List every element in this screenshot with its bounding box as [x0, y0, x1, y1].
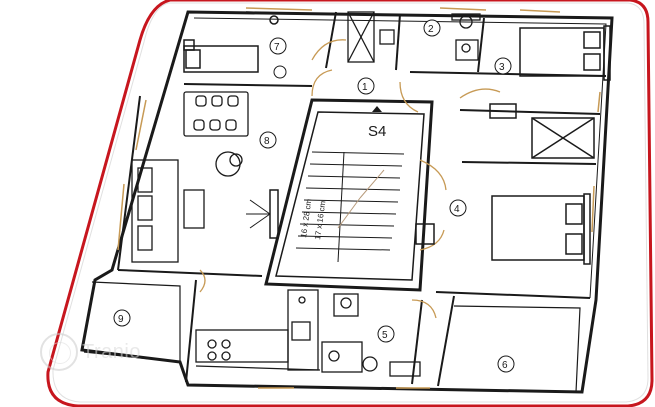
room-label-4: 4	[449, 199, 467, 217]
unit-marker-icon	[372, 106, 382, 112]
svg-text:1: 1	[362, 82, 368, 93]
door-swings	[199, 39, 501, 319]
bed-room-7	[183, 11, 313, 79]
svg-text:9: 9	[118, 314, 124, 325]
room-label-2: 2	[423, 19, 441, 37]
bathroom-room-5	[321, 293, 421, 377]
balcony-room-6	[439, 305, 581, 393]
svg-text:4: 4	[454, 204, 460, 215]
svg-text:5: 5	[382, 330, 388, 341]
living-room-8	[131, 91, 249, 263]
wardrobe-room-1	[347, 11, 395, 63]
room-label-1: 1	[357, 77, 375, 95]
svg-text:8: 8	[264, 136, 270, 147]
tranio-watermark: Tranio	[40, 333, 141, 371]
unit-code: S4	[368, 123, 386, 140]
room-label-7: 7	[269, 37, 287, 55]
outer-walls	[80, 10, 614, 394]
balcony-room-9	[83, 281, 181, 363]
bed-room-4	[415, 193, 591, 265]
bathroom-room-2	[451, 13, 481, 61]
watermark-text: Tranio	[82, 340, 141, 363]
interior-walls	[117, 11, 607, 387]
svg-text:7: 7	[274, 42, 280, 53]
room-label-8: 8	[259, 131, 277, 149]
room-label-6: 6	[497, 355, 515, 373]
tranio-logo-icon	[40, 333, 78, 371]
svg-text:2: 2	[428, 24, 434, 35]
room-label-5: 5	[377, 325, 395, 343]
kitchen-counter	[195, 289, 321, 371]
bed-room-3	[489, 25, 611, 159]
stair-core	[246, 98, 434, 292]
room-label-9: 9	[113, 309, 131, 327]
room-label-3: 3	[494, 57, 512, 75]
room-labels: 1 2 3 4 5 6 7 8	[113, 19, 515, 373]
svg-text:3: 3	[499, 62, 505, 73]
svg-text:6: 6	[502, 360, 508, 371]
window-marks	[117, 7, 601, 389]
plan-sheet-frame	[46, 0, 654, 407]
